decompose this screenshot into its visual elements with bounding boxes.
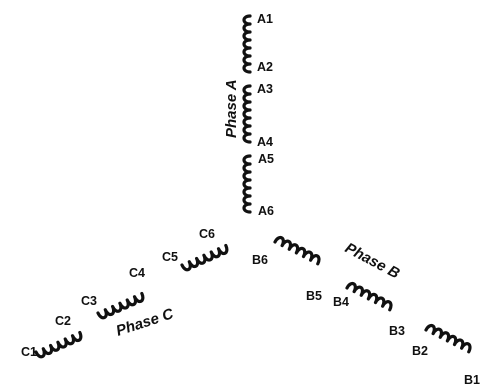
terminal-c5: C5 <box>162 250 178 264</box>
coil-c4-c3 <box>96 291 145 320</box>
terminal-b6: B6 <box>252 253 268 267</box>
coil-a5-a6 <box>242 154 252 214</box>
coil-c6-c5 <box>180 243 229 272</box>
terminal-a3: A3 <box>257 82 273 96</box>
terminal-b4: B4 <box>333 295 349 309</box>
coil-c2-c1 <box>34 330 83 359</box>
coil-b2-b1 <box>424 323 472 354</box>
terminal-c3: C3 <box>81 294 97 308</box>
terminal-a2: A2 <box>257 60 273 74</box>
terminal-c2: C2 <box>55 314 71 328</box>
terminal-b3: B3 <box>389 324 405 338</box>
phase-a-label: Phase A <box>223 79 240 138</box>
phase-c-label: Phase C <box>114 305 177 340</box>
terminal-b5: B5 <box>306 289 322 303</box>
terminal-c4: C4 <box>129 266 145 280</box>
coil-b4-b3 <box>345 281 393 312</box>
coil-b6-b5 <box>273 235 321 266</box>
phase-b-label: Phase B <box>342 240 402 283</box>
terminal-a5: A5 <box>258 152 274 166</box>
coil-a3-a4 <box>242 84 252 144</box>
terminal-a1: A1 <box>257 12 273 26</box>
terminal-a6: A6 <box>258 204 274 218</box>
coil-a1-a2 <box>242 14 252 74</box>
terminal-c1: C1 <box>21 345 37 359</box>
terminal-b2: B2 <box>412 344 428 358</box>
terminal-b1: B1 <box>464 373 480 387</box>
terminal-c6: C6 <box>199 227 215 241</box>
terminal-a4: A4 <box>257 135 273 149</box>
